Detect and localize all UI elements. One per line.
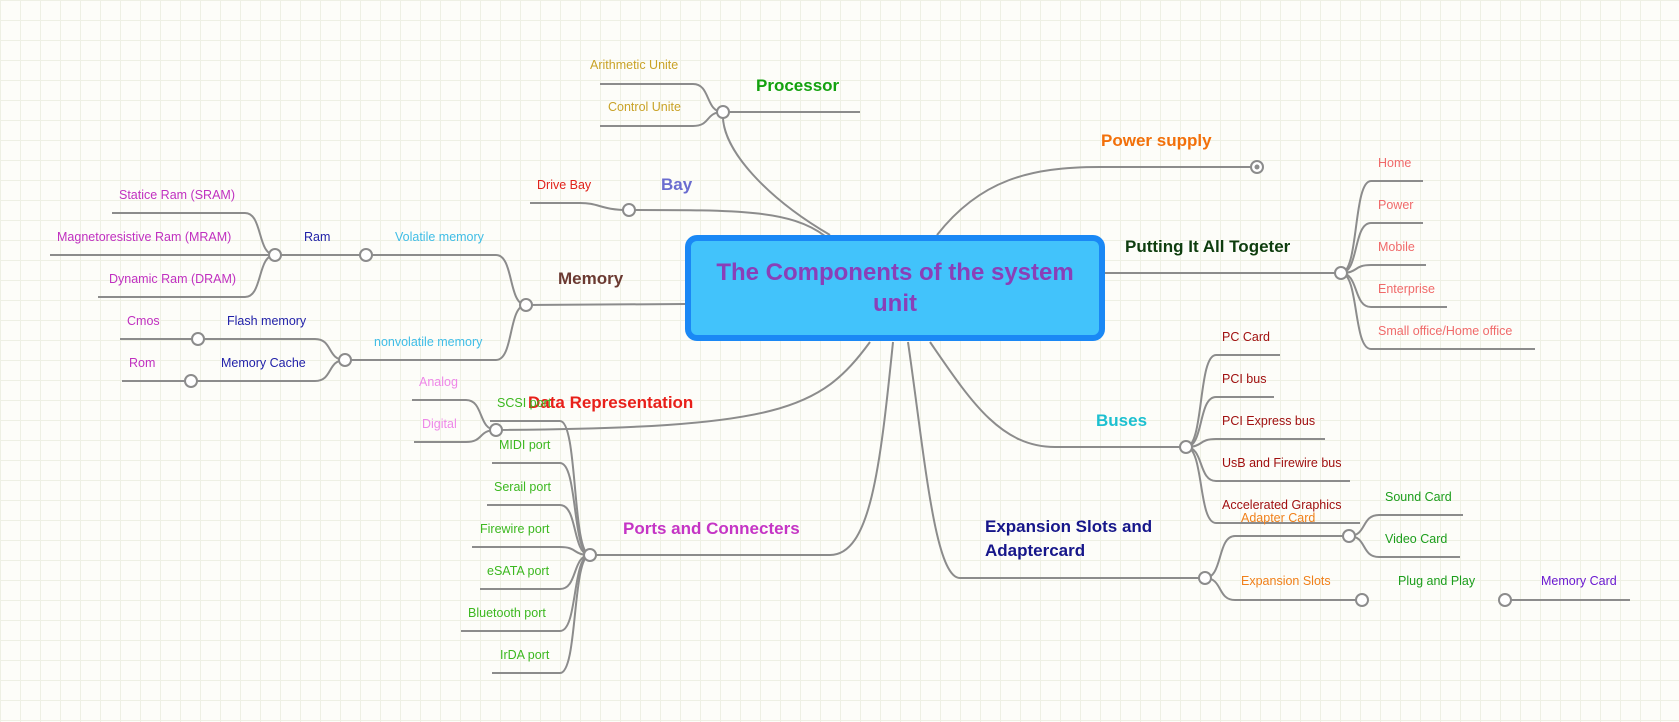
line-expansion-child <box>1204 535 1349 579</box>
node-control-unite[interactable]: Control Unite <box>608 100 681 114</box>
junction-data-representation[interactable] <box>489 423 503 437</box>
line-drive-bay <box>530 202 630 211</box>
junction-processor[interactable] <box>716 105 730 119</box>
line-data-representation <box>495 341 871 431</box>
node-power[interactable]: Power <box>1378 198 1414 212</box>
node-arithmetic-unite[interactable]: Arithmetic Unite <box>590 58 679 72</box>
node-analog[interactable]: Analog <box>419 375 458 389</box>
junction-nonvolatile[interactable] <box>338 353 352 367</box>
node-sound-card[interactable]: Sound Card <box>1385 490 1452 504</box>
junction-ports[interactable] <box>583 548 597 562</box>
line-buses <box>929 341 1186 448</box>
node-memory-card[interactable]: Memory Card <box>1541 574 1617 588</box>
node-pci-express-bus[interactable]: PCI Express bus <box>1222 414 1316 428</box>
line-power-supply <box>936 166 1257 236</box>
node-irda-port[interactable]: IrDA port <box>500 648 550 662</box>
line-bus-child <box>1185 438 1325 448</box>
node-mobile[interactable]: Mobile <box>1378 240 1415 254</box>
root-title: The Components of the system unit <box>716 259 1074 317</box>
root-topic[interactable]: The Components of the system unit <box>685 235 1105 341</box>
topic-ports-and-connecters[interactable]: Ports and Connecters <box>623 519 800 538</box>
line-ports <box>590 341 894 556</box>
topic-buses[interactable]: Buses <box>1096 411 1148 430</box>
junction-expansion-slots[interactable] <box>1355 593 1369 607</box>
junction-bay[interactable] <box>622 203 636 217</box>
node-flash-memory[interactable]: Flash memory <box>227 314 307 328</box>
node-dram[interactable]: Dynamic Ram (DRAM) <box>109 272 237 286</box>
topic-data-representation[interactable]: Data Representation <box>528 393 694 412</box>
junction-buses[interactable] <box>1179 440 1193 454</box>
topic-bay[interactable]: Bay <box>661 175 693 194</box>
line-putting-child <box>1340 180 1423 274</box>
junction-expansion[interactable] <box>1198 571 1212 585</box>
line-bus-child <box>1185 354 1280 448</box>
junction-putting[interactable] <box>1334 266 1348 280</box>
node-scsi-port[interactable]: SCSI port <box>497 396 552 410</box>
line-memory-child <box>366 254 527 306</box>
line-port <box>490 420 591 556</box>
line-bay <box>628 209 826 237</box>
line-port <box>472 546 591 556</box>
node-digital[interactable]: Digital <box>422 417 457 431</box>
node-pc-card[interactable]: PC Card <box>1222 330 1270 344</box>
power-supply-end-dot <box>1254 164 1260 170</box>
node-bluetooth-port[interactable]: Bluetooth port <box>468 606 546 620</box>
node-drive-bay[interactable]: Drive Bay <box>537 178 592 192</box>
topic-expansion-slots[interactable]: Expansion Slots and Adaptercard <box>985 517 1153 560</box>
node-midi-port[interactable]: MIDI port <box>499 438 551 452</box>
line-memory-child <box>340 304 527 361</box>
junction-adapter[interactable] <box>1342 529 1356 543</box>
junction-cache[interactable] <box>184 374 198 388</box>
node-adapter-card[interactable]: Adapter Card <box>1241 511 1316 525</box>
node-small-office[interactable]: Small office/Home office <box>1378 324 1513 338</box>
node-esata-port[interactable]: eSATA port <box>487 564 550 578</box>
node-usb-firewire-bus[interactable]: UsB and Firewire bus <box>1222 456 1342 470</box>
node-serail-port[interactable]: Serail port <box>494 480 551 494</box>
topic-power-supply[interactable]: Power supply <box>1101 131 1212 150</box>
line-memory <box>525 303 686 306</box>
node-memory-cache[interactable]: Memory Cache <box>221 356 306 370</box>
node-enterprise[interactable]: Enterprise <box>1378 282 1435 296</box>
line-port <box>492 554 591 674</box>
topic-processor[interactable]: Processor <box>756 76 840 95</box>
junction-flash[interactable] <box>191 332 205 346</box>
junction-ram[interactable] <box>268 248 282 262</box>
node-nonvolatile-memory[interactable]: nonvolatile memory <box>374 335 483 349</box>
node-video-card[interactable]: Video Card <box>1385 532 1448 546</box>
node-mram[interactable]: Magnetoresistive Ram (MRAM) <box>57 230 232 244</box>
junction-plug-and-play[interactable] <box>1498 593 1512 607</box>
node-accelerated-graphics[interactable]: Accelerated Graphics <box>1222 498 1342 512</box>
node-cmos[interactable]: Cmos <box>127 314 160 328</box>
node-firewire-port[interactable]: Firewire port <box>480 522 550 536</box>
node-plug-and-play[interactable]: Plug and Play <box>1398 574 1476 588</box>
line-putting-child <box>1340 264 1426 274</box>
node-expansion-slots[interactable]: Expansion Slots <box>1241 574 1331 588</box>
topic-putting-it-all-togeter[interactable]: Putting It All Togeter <box>1125 237 1291 256</box>
node-volatile-memory[interactable]: Volatile memory <box>395 230 484 244</box>
junction-volatile[interactable] <box>359 248 373 262</box>
node-ram[interactable]: Ram <box>304 230 331 244</box>
line-processor <box>721 111 860 236</box>
line-port <box>492 462 591 556</box>
node-static-ram[interactable]: Statice Ram (SRAM) <box>119 188 235 202</box>
node-home[interactable]: Home <box>1378 156 1412 170</box>
line-expansion <box>907 341 1205 579</box>
node-rom[interactable]: Rom <box>129 356 156 370</box>
topic-memory[interactable]: Memory <box>558 269 624 288</box>
junction-memory[interactable] <box>519 298 533 312</box>
node-pci-bus[interactable]: PCI bus <box>1222 372 1267 386</box>
